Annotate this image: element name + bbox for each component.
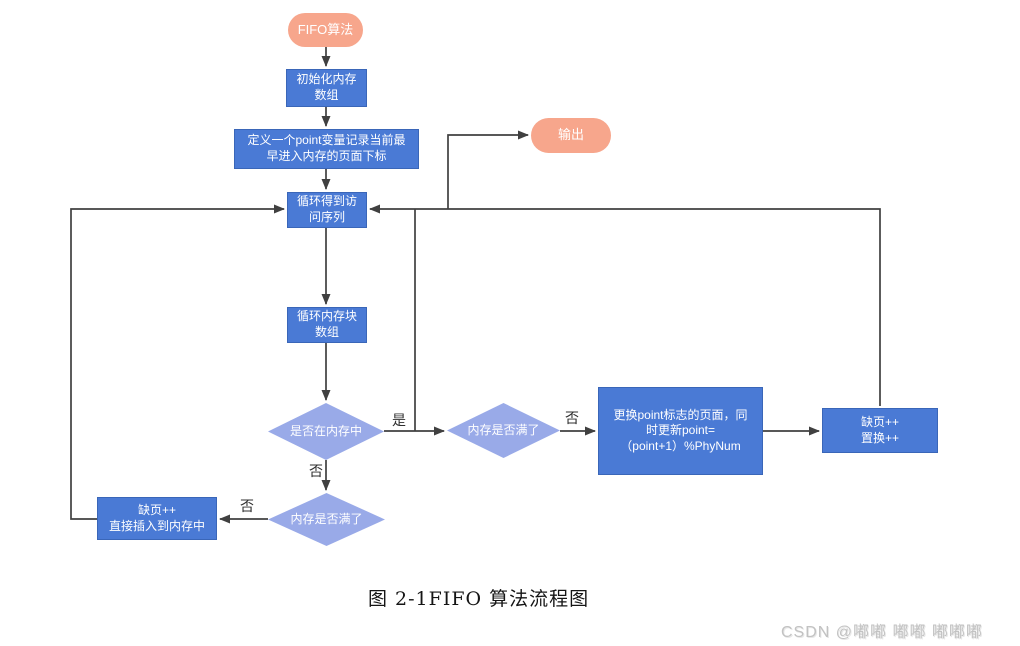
csdn-watermark: CSDN @嘟嘟 嘟嘟 嘟嘟嘟 [781, 624, 983, 641]
node-init-memory-array: 初始化内存 数组 [286, 69, 367, 107]
node-define-point: 定义一个point变量记录当前最 早进入内存的页面下标 [234, 129, 419, 169]
node-output: 输出 [531, 118, 611, 153]
node-fault-insert: 缺页++ 直接插入到内存中 [97, 497, 217, 540]
node-start: FIFO算法 [288, 13, 363, 47]
edge-label-no-in-memory: 否 [309, 463, 323, 479]
edge-fault-swap-to-loop-access [369, 204, 881, 406]
node-replace-point-page: 更换point标志的页面，同 时更新point= （point+1）%PhyNu… [598, 387, 763, 475]
edge-loop-to-output [447, 130, 529, 209]
node-fault-swap-increment: 缺页++ 置换++ [822, 408, 938, 453]
node-loop-memory-blocks: 循环内存块 数组 [287, 307, 367, 343]
edge-label-yes: 是 [392, 412, 406, 428]
edge-fault-insert-to-loop-access [70, 204, 285, 520]
edge-label-no-memory-full-right: 否 [565, 410, 579, 426]
node-loop-access-sequence: 循环得到访 问序列 [287, 192, 367, 228]
edge-label-no-memory-full-bottom: 否 [240, 498, 254, 514]
figure-caption: 图 2-1FIFO 算法流程图 [368, 588, 590, 610]
